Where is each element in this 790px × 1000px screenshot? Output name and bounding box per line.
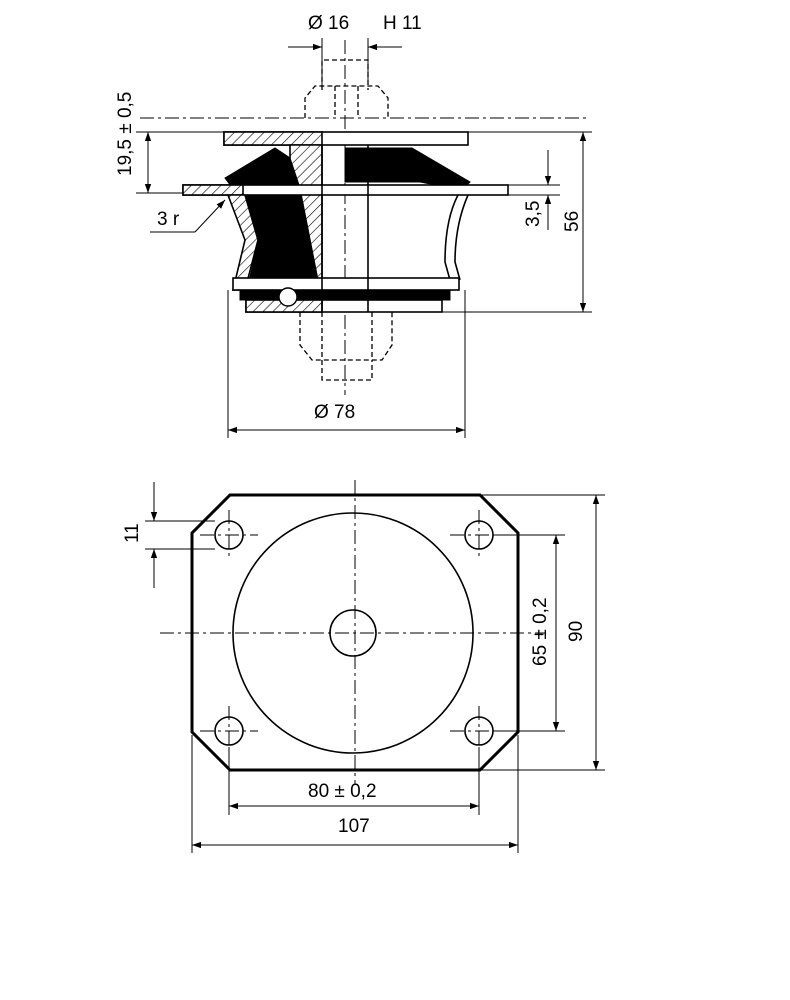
dim-plate-height: 90 bbox=[566, 621, 587, 642]
top-flange-section bbox=[223, 131, 323, 146]
housing-right bbox=[444, 194, 459, 281]
dim-bore-diameter: Ø 16 bbox=[308, 13, 349, 34]
body-circle bbox=[232, 512, 474, 754]
plan-view: 11 65 ± 0,2 90 80 ± 0,2 107 bbox=[122, 480, 605, 853]
base-plate-upper bbox=[232, 277, 460, 291]
section-view: Ø 16 H 11 19,5 ± 0,5 3 r 3,5 56 Ø 78 bbox=[115, 13, 592, 438]
dim-bore-tolerance: H 11 bbox=[383, 13, 422, 34]
lower-flange-section bbox=[182, 184, 244, 196]
dim-flange-thickness: 3,5 bbox=[523, 201, 544, 227]
dim-plate-width: 107 bbox=[338, 816, 370, 837]
dim-body-diameter: Ø 78 bbox=[314, 402, 355, 423]
dim-hole-diameter: 11 bbox=[122, 523, 143, 543]
dim-hole-spacing-horizontal: 80 ± 0,2 bbox=[308, 781, 377, 802]
bore-hole bbox=[329, 609, 377, 657]
dim-flange-height: 19,5 ± 0,5 bbox=[115, 92, 136, 176]
dim-total-height: 56 bbox=[562, 211, 583, 232]
dim-radius: 3 r bbox=[157, 209, 180, 230]
rubber-body-right bbox=[344, 147, 471, 191]
dim-hole-spacing-vertical: 65 ± 0,2 bbox=[530, 597, 551, 666]
base-rubber-band bbox=[239, 289, 451, 301]
mounting-holes bbox=[200, 510, 508, 756]
